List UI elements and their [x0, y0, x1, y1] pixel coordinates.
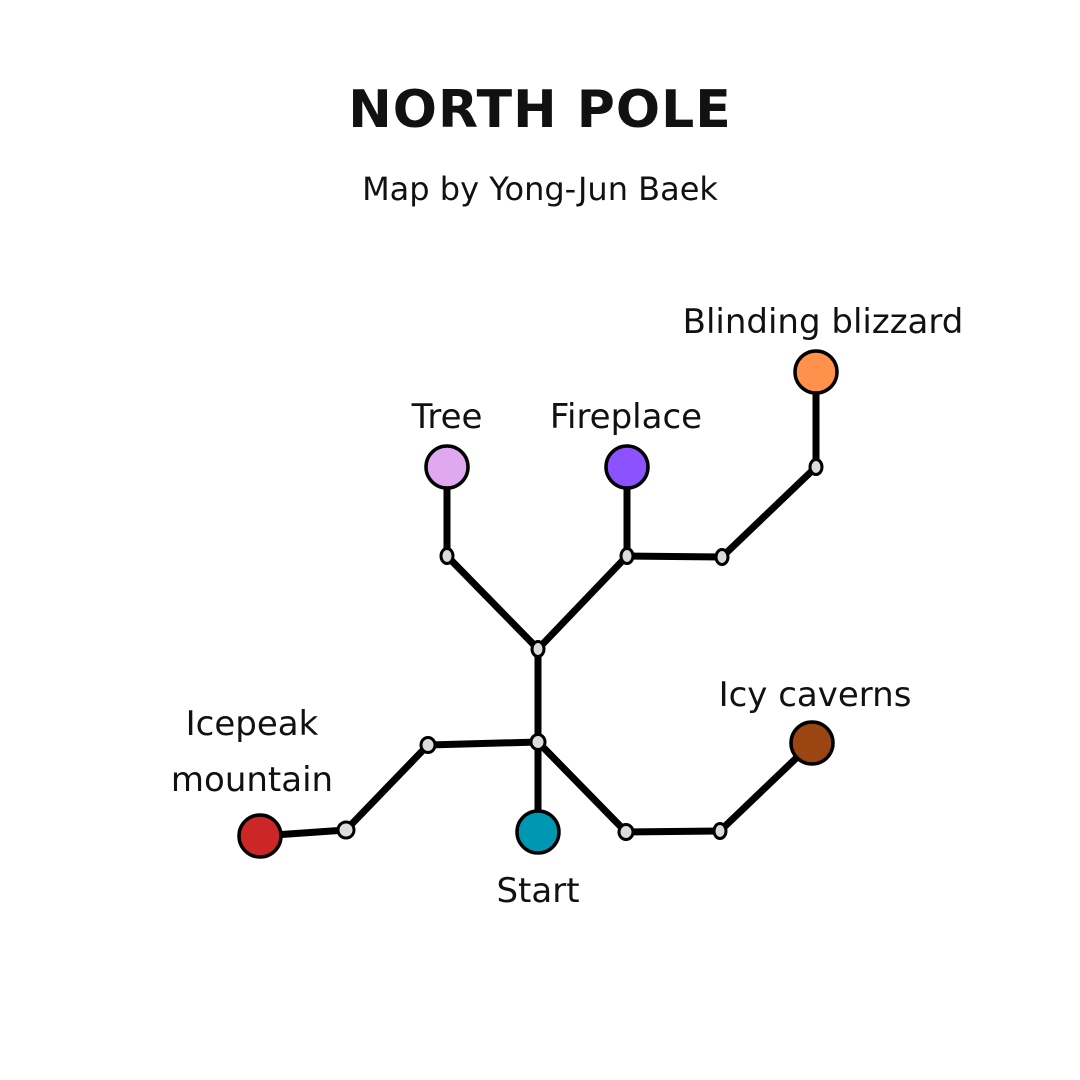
path-upper-to-tree-junction [443, 552, 542, 653]
blinding-blizzard-label: Blinding blizzard [683, 302, 964, 342]
junction-northeast [714, 548, 730, 566]
location-labels: Start Icepeak mountain Icy caverns Tree … [171, 302, 963, 911]
junction-tree [439, 547, 455, 565]
path-hub-west [424, 738, 542, 749]
icepeak-label-line2: mountain [171, 760, 333, 800]
map-credit: Map by Yong-Jun Baek [362, 170, 718, 208]
icepeak-label-line1: Icepeak [186, 704, 319, 744]
junction-upper [530, 640, 546, 658]
junction-east [712, 822, 728, 840]
junction-southeast [617, 823, 635, 841]
map-title: NORTH POLE [348, 80, 732, 140]
path-west-descent [342, 741, 432, 834]
fireplace-label: Fireplace [550, 397, 702, 437]
path-southeast-east [622, 827, 724, 836]
route-paths [256, 368, 820, 840]
icy-caverns-node [789, 720, 835, 766]
path-east-ascent [718, 463, 820, 561]
blinding-blizzard-node [793, 349, 839, 395]
destination-nodes [237, 349, 839, 859]
junction-central-hub [529, 733, 547, 751]
path-upper-to-fireplace-junction [534, 552, 631, 653]
junction-west [419, 736, 437, 754]
start-label: Start [496, 871, 579, 911]
tree-label: Tree [411, 397, 483, 437]
path-hub-southeast [534, 738, 630, 836]
tree-node [424, 444, 470, 490]
icy-caverns-label: Icy caverns [719, 675, 912, 715]
junction-blizzard [808, 458, 824, 476]
junction-southwest [336, 820, 356, 840]
path-fireplace-junction-east [623, 552, 726, 561]
icepeak-mountain-node [237, 813, 283, 859]
junction-fireplace [619, 547, 635, 565]
fireplace-node [604, 444, 650, 490]
junction-nodes [336, 458, 824, 841]
start-node [515, 809, 561, 855]
